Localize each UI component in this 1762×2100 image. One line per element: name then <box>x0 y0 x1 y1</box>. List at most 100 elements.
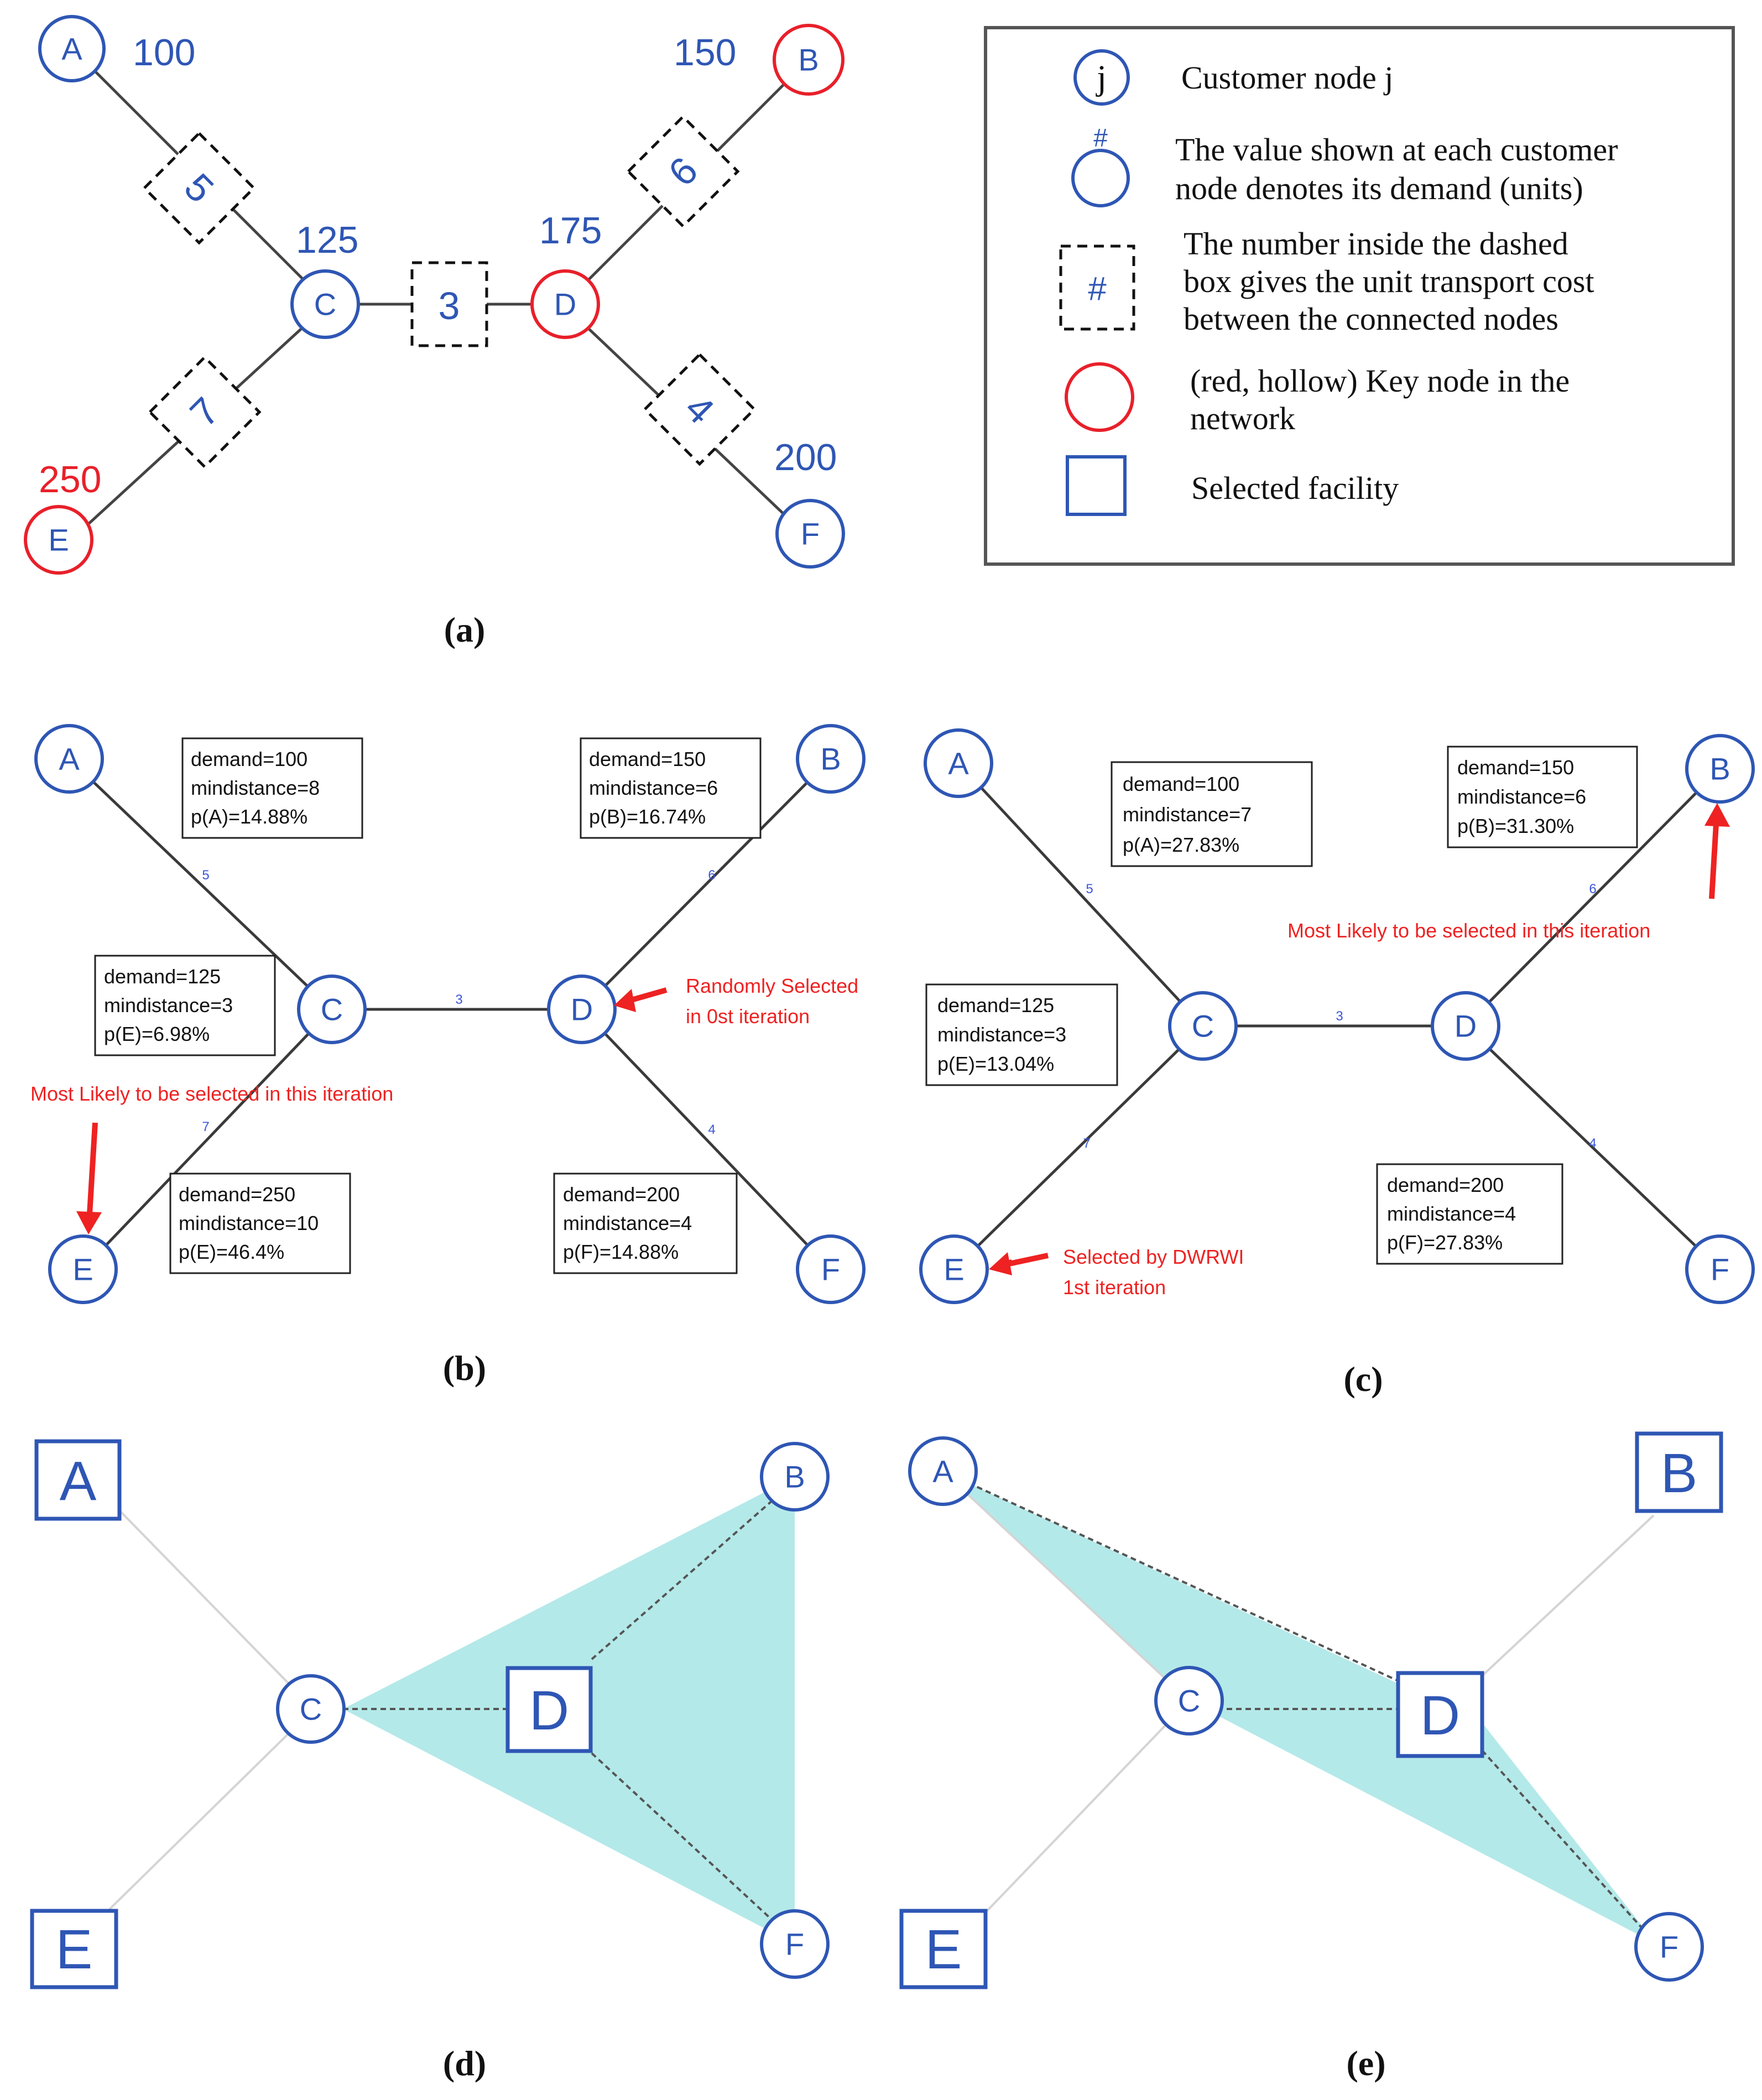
panel-e-light-edges <box>942 1470 1655 1915</box>
info-c-b-line2: mindistance=6 <box>1457 785 1586 808</box>
legend-demand-line2: node denotes its demand (units) <box>1175 170 1583 206</box>
panel-d-light-edges <box>107 1509 312 1912</box>
node-d-b-label: B <box>784 1460 805 1494</box>
panel-b-edge-labels: 5 3 6 4 7 <box>202 868 715 1137</box>
legend-cost-box-icon <box>1059 244 1135 331</box>
panel-c-annotations: Most Likely to be selected in this itera… <box>989 803 1730 1299</box>
info-c-c-line1: demand=125 <box>937 994 1054 1017</box>
facility-d-e-label: E <box>56 1919 93 1981</box>
node-a-d-label: D <box>554 287 576 322</box>
edge-c-label-df: 4 <box>1589 1136 1596 1151</box>
legend-customer-text: Customer node j <box>1181 60 1393 96</box>
info-b-c-line2: mindistance=3 <box>104 994 233 1017</box>
legend-demand: # The value shown at each customer node … <box>1071 123 1618 207</box>
legend-key-line1: (red, hollow) Key node in the <box>1190 363 1570 399</box>
info-b-f-line2: mindistance=4 <box>563 1212 692 1234</box>
info-b-c-line3: p(E)=6.98% <box>104 1023 210 1045</box>
info-b-f-line1: demand=200 <box>563 1183 680 1206</box>
info-c-f-line1: demand=200 <box>1387 1174 1504 1196</box>
info-box-c-c: demand=125 mindistance=3 p(E)=13.04% <box>925 983 1118 1086</box>
node-e-a: A <box>908 1436 978 1506</box>
panel-a-cost-boxes: 5 3 6 4 7 <box>142 114 757 469</box>
node-a-b-label: B <box>798 43 819 77</box>
facility-d-a: A <box>34 1439 122 1521</box>
node-d-f: F <box>760 1909 830 1979</box>
edge-c-label-cd: 3 <box>1336 1009 1343 1024</box>
panel-c-edges <box>953 762 1721 1270</box>
edge-e-d-f <box>1481 1749 1657 1945</box>
info-c-c-line2: mindistance=3 <box>937 1023 1066 1046</box>
edge-c-a-c <box>957 762 1204 1027</box>
node-c-c-label: C <box>1192 1009 1214 1044</box>
cost-box-ce: 7 <box>148 355 262 469</box>
node-b-c: C <box>297 975 367 1044</box>
edge-c-label-ce: 7 <box>1083 1136 1090 1151</box>
panel-b-label: (b) <box>443 1348 486 1388</box>
panel-c-edge-labels: 5 3 6 4 7 <box>1083 882 1596 1151</box>
info-box-b-b: demand=150 mindistance=6 p(B)=16.74% <box>580 737 762 839</box>
panel-b-edges <box>68 758 832 1270</box>
node-e-f: F <box>1634 1912 1704 1982</box>
panel-c: 5 3 6 4 7 demand=100 mindistance=7 p(A)=… <box>919 728 1755 1399</box>
panel-e-nodes: A C F <box>908 1436 1704 1982</box>
info-b-a-line1: demand=100 <box>191 748 307 770</box>
demand-b: 150 <box>674 32 736 74</box>
panel-e-label: (e) <box>1346 2044 1385 2083</box>
node-c-d-label: D <box>1455 1009 1477 1044</box>
node-e-f-label: F <box>1660 1930 1678 1964</box>
anno-c-b: Most Likely to be selected in this itera… <box>1287 919 1650 942</box>
arrow-c-to-e <box>989 1252 1049 1275</box>
node-e-c-label: C <box>1178 1684 1200 1718</box>
anno-c-e-line1: Selected by DWRWI <box>1063 1246 1244 1268</box>
node-c-f-label: F <box>1711 1252 1729 1287</box>
info-box-c-a: demand=100 mindistance=7 p(A)=27.83% <box>1111 761 1313 867</box>
edge-c-label-db: 6 <box>1589 882 1596 897</box>
info-c-b-line3: p(B)=31.30% <box>1457 815 1574 837</box>
info-c-a-line3: p(A)=27.83% <box>1123 833 1239 856</box>
legend-demand-line1: The value shown at each customer <box>1175 132 1618 168</box>
info-c-f-line3: p(F)=27.83% <box>1387 1231 1503 1254</box>
legend-demand-symbol: # <box>1093 123 1108 152</box>
node-c-d: D <box>1431 991 1500 1061</box>
edge-e-a-d <box>942 1470 1400 1682</box>
node-c-f: F <box>1685 1234 1755 1304</box>
panel-c-nodes: A B C D E F <box>919 728 1755 1304</box>
panel-b: 5 3 6 4 7 demand=100 mindistance=8 p(A)=… <box>30 724 866 1388</box>
hull-e <box>943 1471 1656 1944</box>
edge-e-d-b <box>1481 1514 1655 1677</box>
node-c-a: A <box>924 728 993 798</box>
info-box-b-c: demand=125 mindistance=3 p(E)=6.98% <box>94 955 276 1056</box>
edge-c-d-b <box>1464 768 1721 1027</box>
facility-e-b: B <box>1635 1431 1723 1513</box>
panel-e-dashed-edges <box>942 1470 1657 1945</box>
info-b-b-line1: demand=150 <box>589 748 706 770</box>
info-box-c-f: demand=200 mindistance=4 p(F)=27.83% <box>1376 1163 1563 1265</box>
panel-b-annotations: Randomly Selected in 0st iteration Most … <box>30 975 858 1234</box>
legend-key-node: (red, hollow) Key node in the network <box>1065 362 1570 436</box>
demand-a: 100 <box>133 32 195 74</box>
info-b-c-line1: demand=125 <box>104 965 221 988</box>
legend-key-node-icon <box>1065 362 1134 432</box>
legend-facility: Selected facility <box>1066 455 1399 516</box>
demand-c: 125 <box>296 219 358 261</box>
node-a-f: F <box>775 499 845 569</box>
node-a-a: A <box>38 15 106 82</box>
legend-facility-icon <box>1066 455 1127 516</box>
panel-e-facilities: B D E <box>899 1431 1723 1989</box>
panel-b-nodes: A B C D E F <box>34 724 866 1304</box>
panel-a-demands: 100 150 125 175 250 200 <box>39 32 837 501</box>
legend-cost-line1: The number inside the dashed <box>1184 226 1568 262</box>
panel-b-info-boxes: demand=100 mindistance=8 p(A)=14.88% dem… <box>94 737 762 1274</box>
node-a-e: E <box>24 505 93 575</box>
anno-b-d-line1: Randomly Selected <box>686 975 858 997</box>
legend-cost: # The number inside the dashed box gives… <box>1059 226 1594 337</box>
panel-d-label: (d) <box>443 2044 486 2083</box>
panel-c-info-boxes: demand=100 mindistance=7 p(A)=27.83% dem… <box>925 746 1638 1265</box>
node-b-d: D <box>547 975 617 1044</box>
node-b-f-label: F <box>821 1252 840 1287</box>
info-b-e-line3: p(E)=46.4% <box>179 1241 284 1263</box>
cost-box-df: 4 <box>643 352 757 466</box>
facility-d-d-label: D <box>529 1680 569 1742</box>
edge-d-a-c <box>118 1509 312 1707</box>
